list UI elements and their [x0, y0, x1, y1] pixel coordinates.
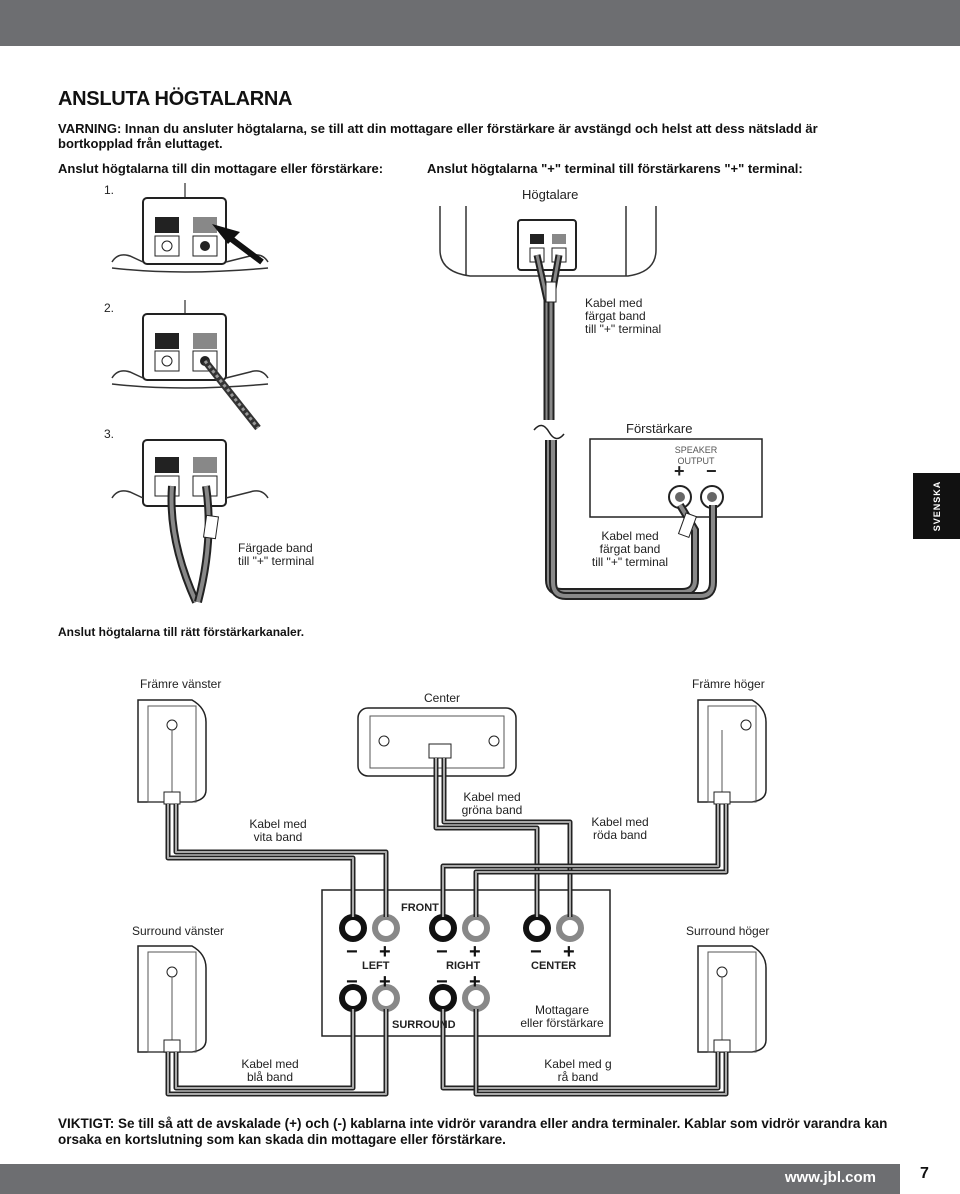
amp-plus-label: +	[674, 461, 685, 481]
bottom-bar	[0, 1164, 900, 1194]
receiver-box	[321, 889, 611, 1037]
svg-text:−: −	[346, 941, 358, 963]
page-title: ANSLUTA HÖGTALARNA	[58, 88, 293, 110]
svg-text:+: +	[469, 971, 481, 993]
surround-label: SURROUND	[392, 1019, 456, 1031]
front-right-label: Främre höger	[692, 677, 765, 691]
terminal-step-2	[111, 300, 269, 431]
important-note: VIKTIGT: Se till så att de avskalade (+)…	[58, 1116, 888, 1147]
svg-text:+: +	[379, 971, 391, 993]
step-2-label: 2.	[104, 301, 115, 315]
green-band-label: Kabel med gröna band	[461, 790, 523, 817]
top-bar	[0, 0, 960, 46]
left-heading: Anslut högtalarna till din mottagare ell…	[58, 161, 384, 176]
speaker-front-left	[137, 699, 207, 805]
svg-text:−: −	[436, 971, 448, 993]
amp-minus-label: −	[706, 461, 717, 481]
gray-band-label: Kabel med g rå band	[544, 1057, 612, 1084]
center-terminal-label: CENTER	[531, 960, 577, 972]
front-left-label: Främre vänster	[140, 677, 222, 691]
step-3-label: 3.	[104, 427, 115, 441]
surround-right-label: Surround höger	[686, 924, 770, 938]
svg-text:+: +	[563, 941, 575, 963]
right-label: RIGHT	[446, 960, 481, 972]
speaker-amplifier-diagram	[439, 206, 763, 600]
colored-band-label: Färgade band till "+" terminal	[238, 541, 315, 568]
svg-text:−: −	[346, 971, 358, 993]
blue-band-label: Kabel med blå band	[241, 1057, 299, 1084]
surround-left-label: Surround vänster	[132, 924, 225, 938]
speaker-front-right	[697, 699, 767, 805]
step-1-label: 1.	[104, 183, 115, 197]
svg-text:+: +	[469, 941, 481, 963]
receiver-label: Mottagare eller förstärkare	[520, 1003, 604, 1030]
svg-text:+: +	[379, 941, 391, 963]
svg-text:−: −	[436, 941, 448, 963]
speaker-output-label: SPEAKER OUTPUT	[674, 445, 718, 466]
speaker-surround-right	[697, 945, 767, 1053]
cable-colored-label-2: Kabel med färgat band till "+" terminal	[591, 529, 669, 569]
left-label: LEFT	[362, 960, 390, 972]
terminal-step-1	[111, 183, 269, 273]
website-url[interactable]: www.jbl.com	[784, 1169, 876, 1186]
center-label: Center	[424, 691, 461, 705]
right-heading: Anslut högtalarna "+" terminal till förs…	[427, 161, 803, 176]
amplifier-label: Förstärkare	[626, 421, 693, 436]
white-band-label: Kabel med vita band	[249, 817, 307, 844]
speaker-label: Högtalare	[522, 187, 579, 202]
channel-diagram: −+ −+ −+ −+ −+	[137, 699, 767, 1097]
front-label: FRONT	[401, 902, 439, 914]
page-number: 7	[920, 1165, 929, 1182]
section-heading: Anslut högtalarna till rätt förstärkarka…	[58, 625, 305, 639]
speaker-surround-left	[137, 945, 207, 1053]
terminal-step-3	[111, 439, 269, 604]
red-band-label: Kabel med röda band	[591, 815, 649, 842]
svg-text:−: −	[530, 941, 542, 963]
cable-colored-label-1: Kabel med färgat band till "+" terminal	[585, 296, 662, 336]
warning-text: VARNING: Innan du ansluter högtalarna, s…	[58, 121, 818, 151]
language-tab: SVENSKA	[913, 473, 960, 539]
